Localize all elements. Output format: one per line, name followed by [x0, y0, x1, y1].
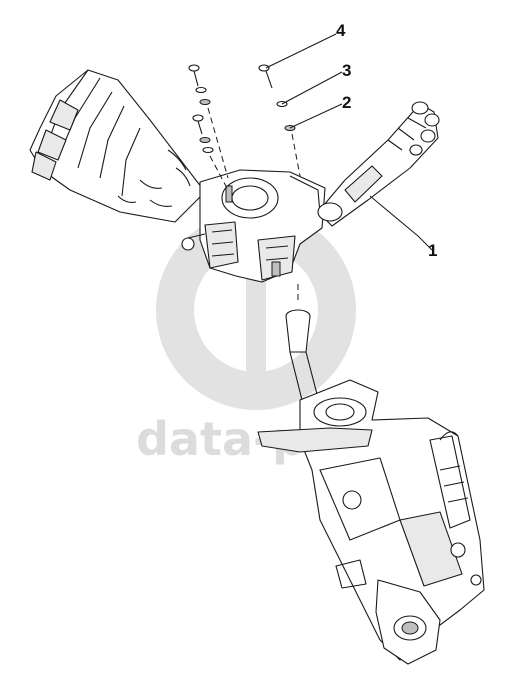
leader-lines — [265, 33, 433, 251]
callout-3: 3 — [342, 61, 351, 80]
callouts: 1 2 3 4 — [336, 21, 437, 260]
leader-4 — [265, 33, 337, 69]
screw-head-right — [258, 64, 270, 72]
left-stalk — [29, 69, 206, 223]
washer-left — [195, 86, 207, 94]
washer-mid-2 — [202, 146, 214, 154]
right-stalk — [317, 101, 440, 227]
leader-2 — [289, 103, 343, 129]
screw-head-left — [188, 64, 200, 72]
column-bracket — [257, 379, 485, 665]
callout-1: 1 — [428, 241, 437, 260]
leader-3 — [281, 71, 343, 105]
steering-shaft — [285, 282, 319, 401]
screw-head-mid — [192, 114, 204, 122]
switch-housing — [181, 169, 326, 283]
leader-1 — [369, 195, 433, 251]
washer-mid — [199, 137, 211, 143]
callout-4: 4 — [336, 21, 346, 40]
screws-group — [188, 64, 301, 191]
callout-2: 2 — [342, 93, 351, 112]
washer-left-2 — [199, 99, 211, 105]
watermark: data-parts — [136, 210, 408, 466]
